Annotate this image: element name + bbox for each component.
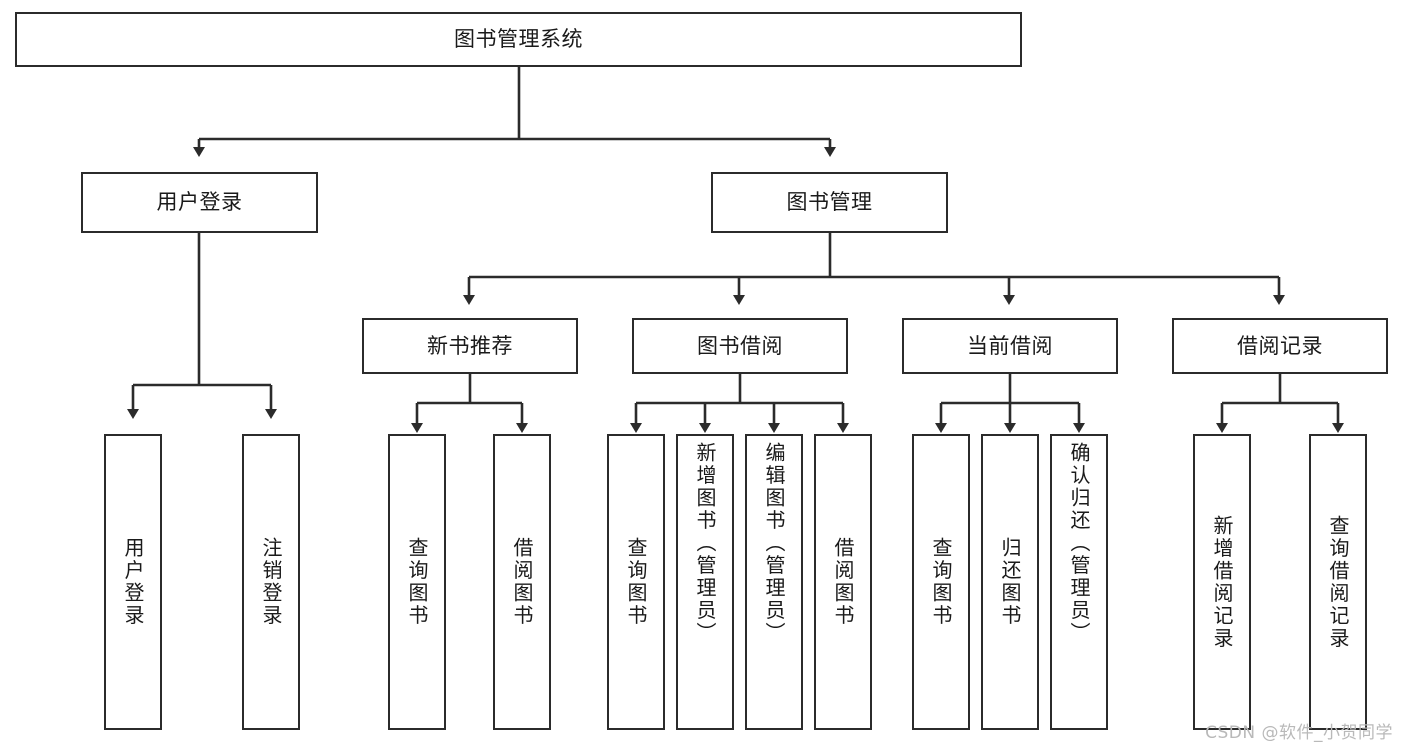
node-label: 借阅记录 (1237, 333, 1323, 358)
node-label: 借阅图书 (831, 537, 855, 627)
node-label: 新增借阅记录 (1210, 514, 1234, 650)
leaf-record-add-record[interactable]: 新增借阅记录 (1193, 434, 1251, 730)
node-label: 图书管理 (786, 190, 873, 215)
node-label: 用户登录 (121, 537, 145, 627)
node-user-login[interactable]: 用户登录 (81, 172, 318, 233)
leaf-borrow-edit-book-admin[interactable]: 编辑图书（管理员） (745, 434, 803, 730)
node-label: 查询图书 (929, 537, 953, 627)
node-label: 图书管理系统 (454, 27, 583, 52)
node-book-borrow[interactable]: 图书借阅 (632, 318, 848, 374)
node-new-book-recommend[interactable]: 新书推荐 (362, 318, 578, 374)
node-book-management[interactable]: 图书管理 (711, 172, 948, 233)
leaf-borrow-query-book[interactable]: 查询图书 (607, 434, 665, 730)
leaf-borrow-add-book-admin[interactable]: 新增图书（管理员） (676, 434, 734, 730)
node-borrow-record[interactable]: 借阅记录 (1172, 318, 1388, 374)
node-label: 确认归还（管理员） (1067, 442, 1091, 645)
node-label: 借阅图书 (510, 537, 534, 627)
leaf-record-query-record[interactable]: 查询借阅记录 (1309, 434, 1367, 730)
leaf-current-confirm-return-admin[interactable]: 确认归还（管理员） (1050, 434, 1108, 730)
node-current-borrow[interactable]: 当前借阅 (902, 318, 1118, 374)
leaf-newbook-query-book[interactable]: 查询图书 (388, 434, 446, 730)
node-label: 查询借阅记录 (1326, 514, 1350, 650)
node-label: 图书借阅 (697, 333, 783, 358)
node-root-book-management-system[interactable]: 图书管理系统 (15, 12, 1022, 67)
node-label: 查询图书 (405, 537, 429, 627)
leaf-newbook-borrow-book[interactable]: 借阅图书 (493, 434, 551, 730)
node-label: 新增图书（管理员） (693, 442, 717, 645)
leaf-user-login-logout[interactable]: 注销登录 (242, 434, 300, 730)
leaf-current-return-book[interactable]: 归还图书 (981, 434, 1039, 730)
leaf-borrow-borrow-book[interactable]: 借阅图书 (814, 434, 872, 730)
node-label: 新书推荐 (427, 333, 513, 358)
leaf-current-query-book[interactable]: 查询图书 (912, 434, 970, 730)
node-label: 编辑图书（管理员） (762, 442, 786, 645)
node-label: 查询图书 (624, 537, 648, 627)
leaf-user-login-login[interactable]: 用户登录 (104, 434, 162, 730)
node-label: 用户登录 (156, 190, 243, 215)
watermark-text: CSDN @软件_小贺同学 (1205, 723, 1393, 743)
node-label: 归还图书 (998, 537, 1022, 627)
node-label: 注销登录 (259, 537, 283, 627)
node-label: 当前借阅 (967, 333, 1053, 358)
